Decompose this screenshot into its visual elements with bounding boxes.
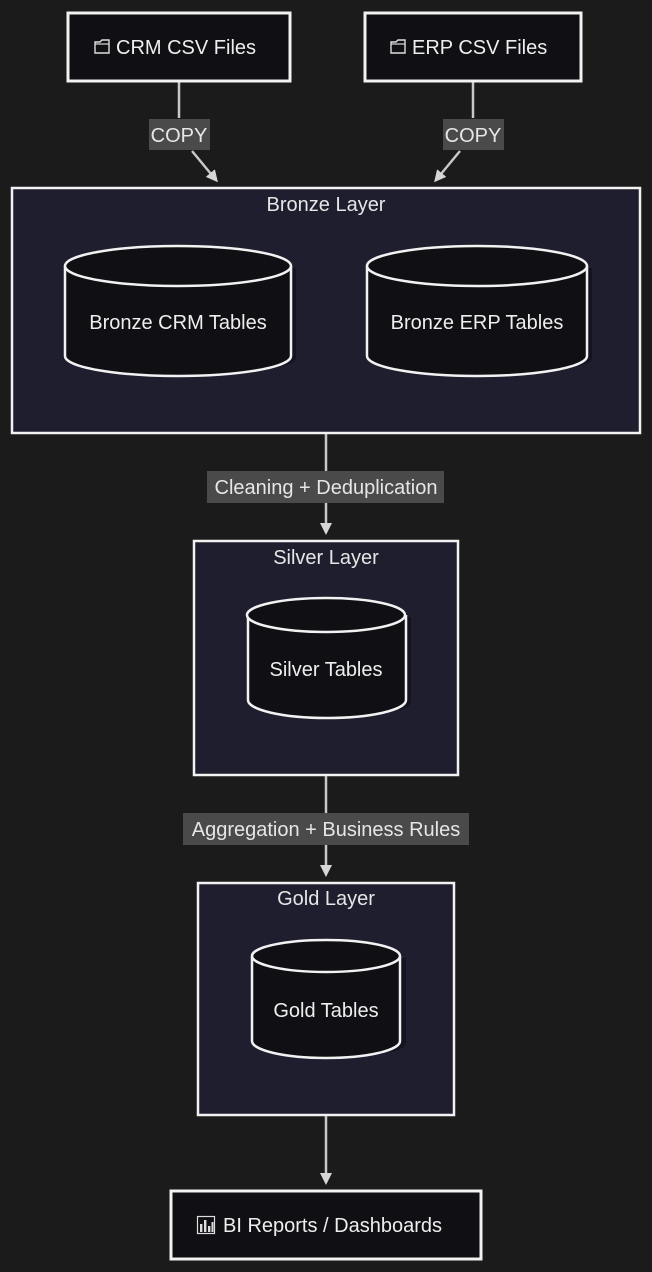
edge-label-bg — [149, 119, 210, 150]
cylinder-top — [245, 596, 407, 634]
gold-layer-title: Gold Layer — [277, 888, 375, 910]
bronze-crm-tables[interactable]: Bronze CRM Tables — [63, 244, 296, 378]
crm-csv-label: CRM CSV Files — [116, 37, 256, 59]
edge-label-bg — [443, 119, 504, 150]
bi-reports-node[interactable]: BI Reports / Dashboards — [169, 1189, 483, 1261]
silver-tables[interactable]: Silver Tables — [245, 596, 411, 720]
erp-csv-box[interactable] — [363, 11, 583, 83]
bronze-layer-title: Bronze Layer — [267, 194, 386, 216]
edge-bronze-to-silver: Cleaning + Deduplication — [207, 434, 444, 535]
cylinder-body — [250, 956, 402, 1060]
bi-reports-label: BI Reports / Dashboards — [223, 1215, 442, 1237]
bi-reports-box[interactable] — [169, 1189, 483, 1261]
edge-label-erp-copy: COPY — [445, 125, 502, 147]
cylinder-body — [246, 615, 408, 720]
bronze-erp-tables[interactable]: Bronze ERP Tables — [365, 244, 592, 378]
edge-erp-copy: COPY — [434, 81, 504, 183]
edge-label-crm-copy: COPY — [151, 125, 208, 147]
edge-arrow — [191, 150, 218, 183]
cylinder-body — [63, 266, 293, 378]
cylinder-body — [365, 266, 589, 378]
cylinder-top — [250, 938, 402, 974]
edge-label-bg — [207, 471, 444, 503]
bronze-erp-tables-label: Bronze ERP Tables — [391, 312, 564, 334]
edge-label-aggregation: Aggregation + Business Rules — [192, 819, 461, 841]
crm-csv-box[interactable] — [66, 11, 292, 83]
silver-tables-label: Silver Tables — [269, 659, 382, 681]
cylinder-top — [365, 244, 589, 288]
edge-arrow — [434, 150, 461, 183]
edge-label-cleaning: Cleaning + Deduplication — [215, 477, 438, 499]
silver-layer: Silver Layer — [192, 539, 460, 777]
edge-label-bg — [183, 813, 469, 845]
cylinder-top — [63, 244, 293, 288]
erp-csv-node[interactable]: ERP CSV Files — [363, 11, 583, 83]
silver-layer-box — [192, 539, 460, 777]
crm-csv-node[interactable]: CRM CSV Files — [66, 11, 292, 83]
edge-crm-copy: COPY — [149, 81, 218, 183]
edge-silver-to-gold: Aggregation + Business Rules — [183, 776, 469, 877]
folder-icon — [94, 39, 110, 54]
bronze-crm-tables-label: Bronze CRM Tables — [89, 312, 266, 334]
erp-csv-label: ERP CSV Files — [412, 37, 547, 59]
gold-tables[interactable]: Gold Tables — [250, 938, 406, 1060]
silver-layer-title: Silver Layer — [273, 547, 379, 569]
gold-tables-label: Gold Tables — [273, 1000, 378, 1022]
bar-chart-icon — [196, 1215, 216, 1235]
folder-icon — [390, 39, 406, 54]
